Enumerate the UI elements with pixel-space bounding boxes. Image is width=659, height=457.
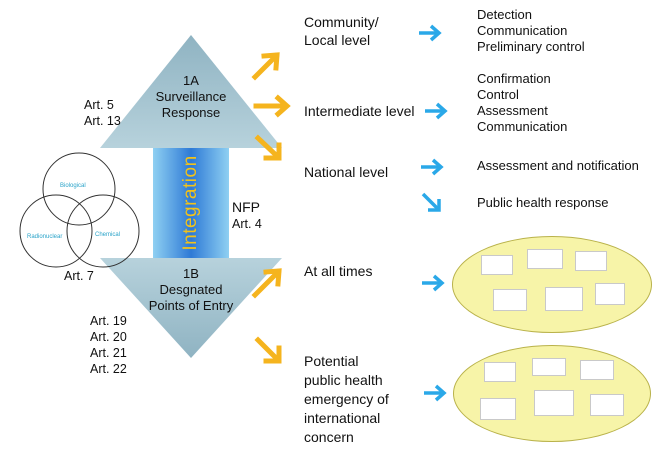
action-preliminary-control: Preliminary control <box>477 39 585 54</box>
arrow-top-id: 1A <box>183 73 199 88</box>
action-control: Control <box>477 87 519 102</box>
venn-circle-chemical <box>66 194 140 268</box>
actions-community: Detection Communication Preliminary cont… <box>477 7 585 55</box>
blue-arrow-intermediate <box>425 102 448 120</box>
integration-label: Integration <box>180 155 201 251</box>
illustration-thumb <box>532 358 566 376</box>
illustration-thumb <box>481 255 513 275</box>
orange-arrow-at-all-times <box>251 268 282 299</box>
illustration-thumb <box>480 398 516 420</box>
arrow-shaft <box>153 148 229 258</box>
blue-arrow-community <box>419 24 442 42</box>
actions-intermediate: Confirmation Control Assessment Communic… <box>477 71 567 135</box>
action-communication-2: Communication <box>477 119 568 134</box>
articles-top: Art. 5 Art. 13 <box>84 97 121 129</box>
potential-line4: international <box>304 410 381 426</box>
illustration-thumb <box>527 249 563 269</box>
level-national: National level <box>304 164 389 180</box>
pheic-illustration <box>453 345 651 442</box>
blue-arrow-national <box>421 158 444 176</box>
illustration-thumb <box>545 287 583 311</box>
nfp-label: NFP <box>232 199 260 215</box>
level-intermediate: Intermediate level <box>304 103 415 119</box>
venn-diagram <box>19 152 140 268</box>
article-21: Art. 21 <box>90 346 127 360</box>
arrow-bottom-label: 1B Desgnated Points of Entry <box>136 266 246 314</box>
illustration-thumb <box>595 283 625 305</box>
article-7: Art. 7 <box>64 269 94 283</box>
orange-arrow-national <box>254 134 282 161</box>
potential-line5: concern <box>304 429 354 445</box>
level-potential-pheic: Potential public health emergency of int… <box>304 352 389 447</box>
potential-line1: Potential <box>304 353 359 369</box>
illustration-thumb <box>580 360 614 380</box>
potential-line3: emergency of <box>304 391 389 407</box>
integration-double-arrow <box>100 35 282 358</box>
arrow-top-label: 1A Surveillance Response <box>136 73 246 121</box>
arrow-head-bottom <box>100 258 282 358</box>
venn-label-biological: Biological <box>60 183 86 189</box>
arrow-bottom-line1: Desgnated <box>159 282 223 297</box>
blue-arrow-response <box>421 192 441 212</box>
action-communication: Communication <box>477 23 568 38</box>
orange-arrows <box>251 52 291 364</box>
arrow-bottom-line2: Points of Entry <box>148 298 234 313</box>
nfp-block: NFP Art. 4 <box>232 199 262 232</box>
articles-bottom: Art. 19 Art. 20 Art. 21 Art. 22 <box>90 313 127 377</box>
illustration-thumb <box>590 394 624 416</box>
venn-circle-biological <box>42 152 116 226</box>
orange-arrow-community <box>251 52 280 81</box>
article-13: Art. 13 <box>84 114 121 128</box>
level-at-all-times: At all times <box>304 263 373 279</box>
level-community-line2: Local level <box>304 32 371 48</box>
venn-label-chemical: Chemical <box>95 232 121 238</box>
level-community: Community/ Local level <box>304 13 379 49</box>
action-assessment-notification: Assessment and notification <box>477 158 639 173</box>
action-detection: Detection <box>477 7 532 22</box>
action-confirmation: Confirmation <box>477 71 551 86</box>
arrow-top-line1: Surveillance <box>155 89 227 104</box>
blue-arrow-potential <box>424 384 447 402</box>
article-22: Art. 22 <box>90 362 127 376</box>
at-all-times-illustration <box>452 236 652 333</box>
arrow-bottom-id: 1B <box>183 266 199 281</box>
article-19: Art. 19 <box>90 314 127 328</box>
illustration-thumb <box>493 289 527 311</box>
action-public-health-response: Public health response <box>477 195 609 210</box>
venn-circle-radionuclear <box>19 194 93 268</box>
arrow-head-top <box>100 35 282 148</box>
article-5: Art. 5 <box>84 98 114 112</box>
arrow-top-line2: Response <box>161 105 221 120</box>
nfp-article: Art. 4 <box>232 217 262 231</box>
blue-arrows <box>419 24 448 402</box>
potential-line2: public health <box>304 372 383 388</box>
level-community-line1: Community/ <box>304 14 379 30</box>
orange-arrow-intermediate <box>253 94 291 118</box>
venn-label-radionuclear: Radionuclear <box>27 234 63 240</box>
orange-arrow-potential <box>254 336 282 364</box>
action-assessment: Assessment <box>477 103 548 118</box>
article-20: Art. 20 <box>90 330 127 344</box>
illustration-thumb <box>484 362 516 382</box>
illustration-thumb <box>575 251 607 271</box>
illustration-thumb <box>534 390 574 416</box>
blue-arrow-at-all-times <box>422 274 445 292</box>
